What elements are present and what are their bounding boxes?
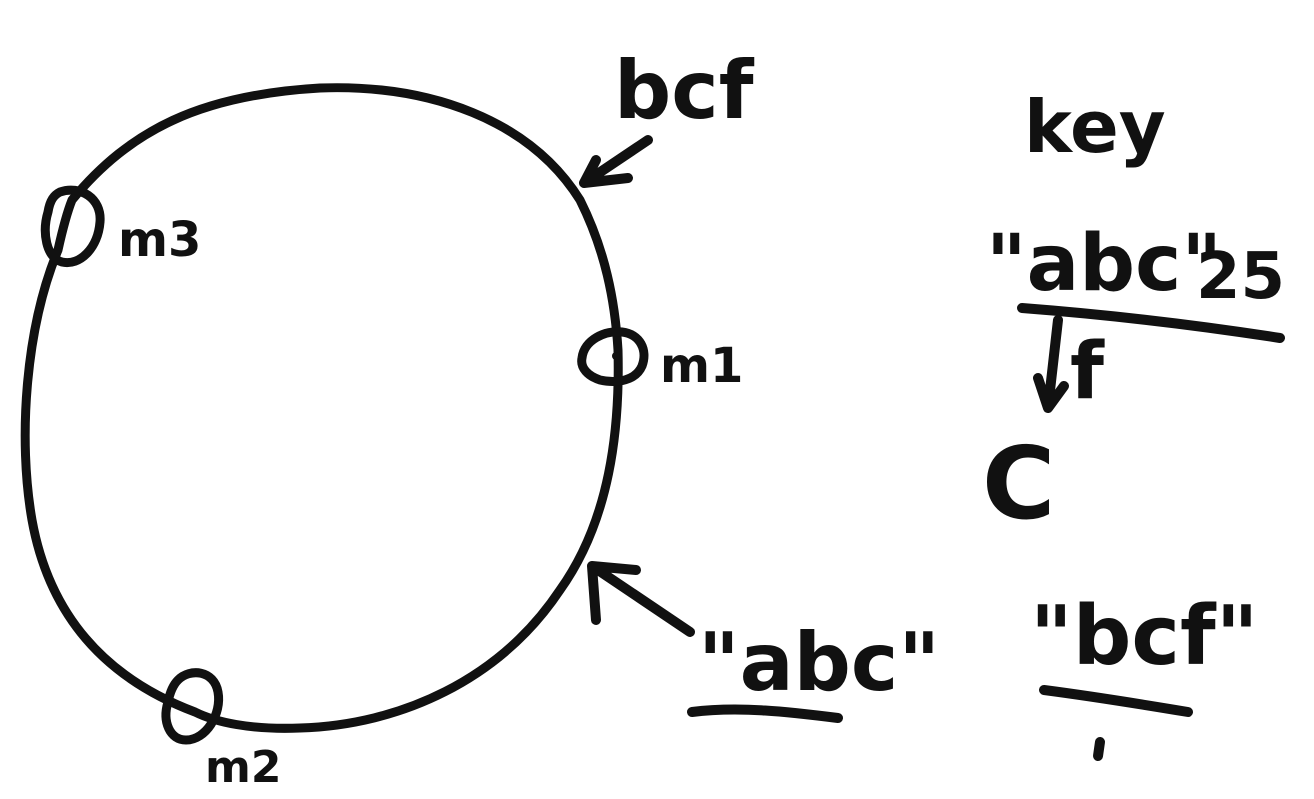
node-m2-circle <box>161 668 224 745</box>
entry1-underline <box>1017 303 1285 343</box>
arrow-to-bcf-position <box>579 135 653 188</box>
ring-key-bcf: bcf <box>579 44 755 188</box>
key-panel-title: key <box>1024 85 1166 169</box>
hash-function-symbol: f <box>1070 327 1105 417</box>
node-m3-circle <box>40 185 105 268</box>
hash-ring <box>20 83 623 733</box>
node-m1-label: m1 <box>660 338 743 394</box>
underline-abc <box>687 704 843 723</box>
ring-key-abc-label: "abc" <box>698 616 940 709</box>
entry2-key: "bcf" <box>1030 589 1258 684</box>
hash-arrow <box>1033 315 1069 413</box>
ring-key-abc: "abc" <box>587 561 940 723</box>
node-m2-label: m2 <box>205 742 281 793</box>
node-m1-circle <box>577 327 649 386</box>
entry2-tick <box>1093 737 1105 761</box>
arrow-to-abc-position <box>587 561 695 637</box>
node-m1: m1 <box>577 327 743 394</box>
node-m2: m2 <box>161 668 281 793</box>
entry1-value: 25 <box>1196 240 1285 314</box>
entry2-underline <box>1039 685 1193 717</box>
node-m1-dot <box>612 352 620 360</box>
hash-result: C <box>982 425 1055 542</box>
ring-key-bcf-label: bcf <box>614 44 755 137</box>
node-m3: m3 <box>40 185 201 268</box>
key-panel: key "abc" 25 f C "bcf" <box>982 85 1285 761</box>
entry1-key: "abc" <box>986 219 1222 309</box>
node-m3-label: m3 <box>118 212 201 268</box>
